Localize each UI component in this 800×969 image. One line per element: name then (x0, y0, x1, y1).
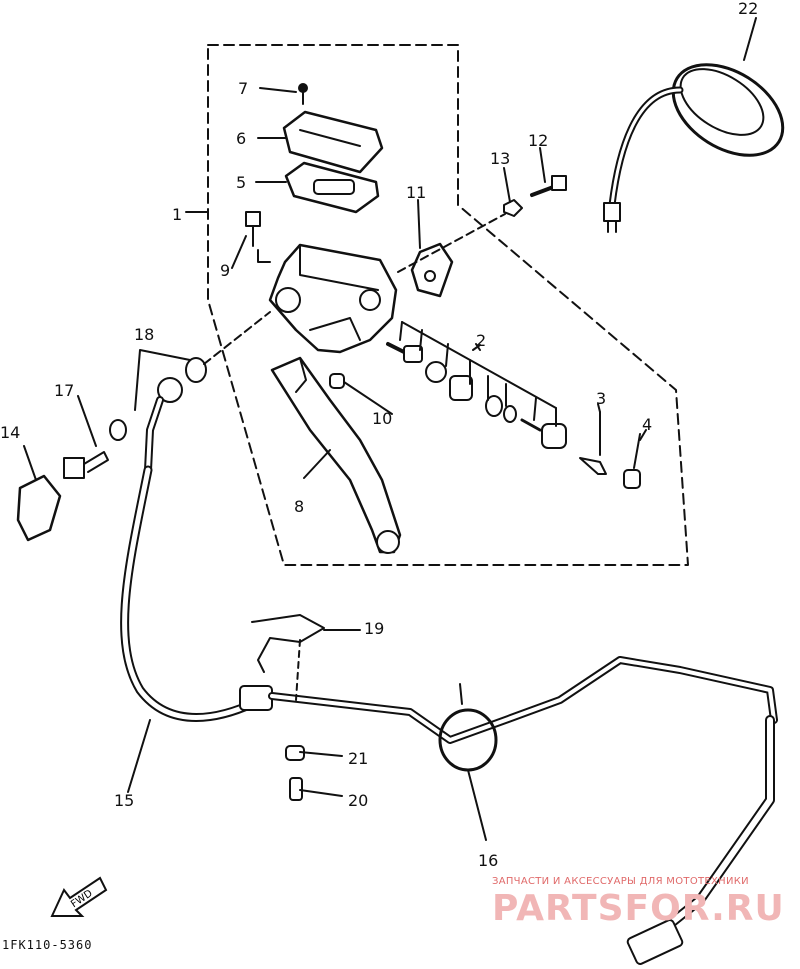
bolt-20 (289, 777, 303, 801)
callout-19: 19 (364, 619, 384, 638)
piston-kit-2 (386, 321, 567, 449)
pipe-16 (268, 656, 778, 965)
hose-15 (120, 377, 273, 722)
banjo-bolt-17 (63, 451, 109, 479)
pivot-10 (329, 373, 345, 389)
cover-14 (16, 474, 62, 542)
callout-13: 13 (490, 149, 510, 168)
forward-arrow-icon: FWD (50, 876, 108, 917)
watermark-brand: PARTSFOR.RU (492, 888, 785, 929)
callout-18: 18 (134, 325, 154, 344)
bolt-12 (530, 175, 567, 197)
watermark-tagline: ЗАПЧАСТИ И АКСЕССУАРЫ ДЛЯ МОТОТЕХНИКИ (492, 876, 749, 887)
washer-18a (185, 357, 207, 383)
callout-10: 10 (372, 409, 392, 428)
washer-18b (109, 419, 127, 441)
assembly-boundary (207, 44, 689, 566)
callout-4: 4 (642, 415, 652, 434)
diaphragm-5 (284, 161, 380, 214)
callout-20: 20 (348, 791, 368, 810)
screw-7 (298, 83, 308, 105)
bracket-19 (251, 614, 325, 673)
callout-9: 9 (220, 261, 230, 280)
callout-16: 16 (478, 851, 498, 870)
reservoir-cap-6 (282, 110, 384, 174)
mirror-part (603, 63, 785, 233)
callout-5: 5 (236, 173, 246, 192)
callout-7: 7 (238, 79, 248, 98)
callout-3: 3 (596, 389, 606, 408)
callout-15: 15 (114, 791, 134, 810)
holder-11 (410, 242, 454, 298)
callout-11: 11 (406, 183, 426, 202)
callout-6: 6 (236, 129, 246, 148)
nut-13 (503, 199, 523, 217)
master-cylinder-body (268, 243, 398, 354)
callout-22: 22 (738, 0, 758, 18)
cap-4 (623, 469, 641, 489)
callout-1: 1 (172, 205, 182, 224)
bolt-9 (245, 211, 261, 247)
drawing-code: 1FK110-5360 (2, 938, 93, 952)
callout-21: 21 (348, 749, 368, 768)
callout-12: 12 (528, 131, 548, 150)
callout-14: 14 (0, 423, 20, 442)
callout-2: 2 (476, 331, 486, 350)
callout-8: 8 (294, 497, 304, 516)
callout-17: 17 (54, 381, 74, 400)
dust-boot-3 (579, 457, 607, 475)
